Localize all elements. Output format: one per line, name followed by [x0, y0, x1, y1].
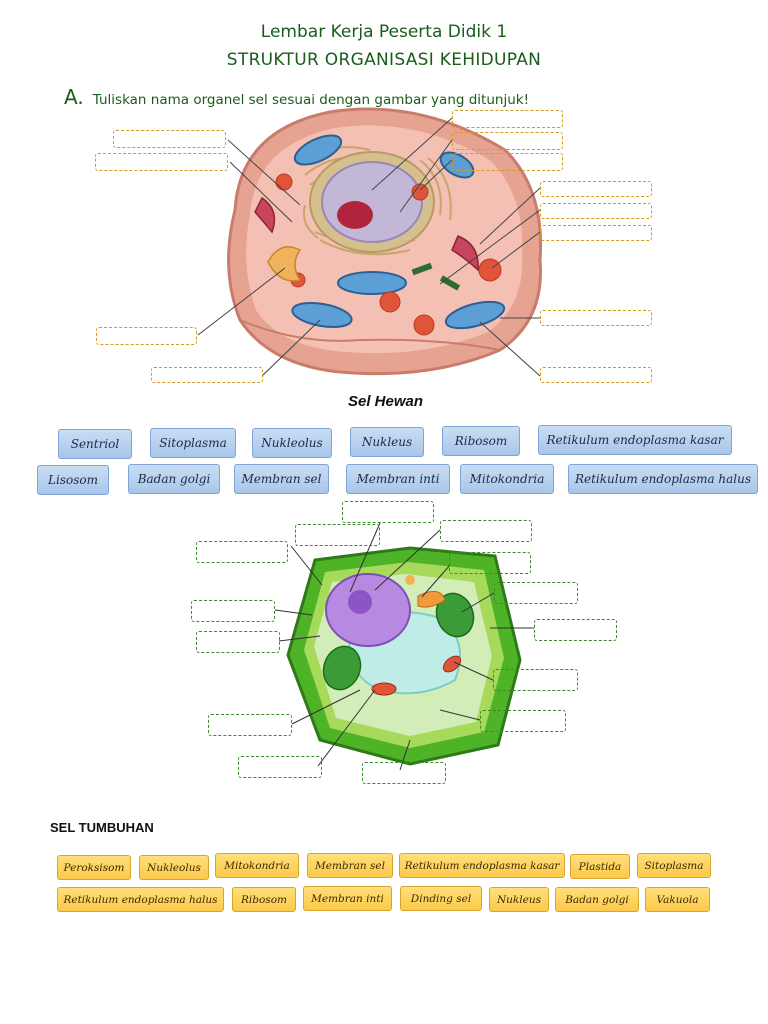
- animal-label-box-4[interactable]: [452, 132, 563, 150]
- animal-word-chip[interactable]: Ribosom: [442, 426, 520, 456]
- plant-word-chip[interactable]: Mitokondria: [215, 853, 299, 878]
- animal-label-box-6[interactable]: [540, 181, 652, 197]
- instruction-text: Tuliskan nama organel sel sesuai dengan …: [92, 92, 529, 108]
- plant-cell-illustration: [286, 546, 522, 766]
- plant-label-box-2[interactable]: [295, 524, 380, 546]
- plant-word-chip[interactable]: Peroksisom: [57, 855, 131, 880]
- animal-word-chip[interactable]: Retikulum endoplasma kasar: [538, 425, 732, 455]
- plant-word-chip[interactable]: Nukleolus: [139, 855, 209, 880]
- animal-word-chip[interactable]: Membran inti: [346, 464, 450, 494]
- animal-label-box-12[interactable]: [151, 367, 263, 383]
- animal-label-box-3[interactable]: [452, 110, 563, 128]
- plant-word-chip[interactable]: Ribosom: [232, 887, 296, 912]
- plant-cell-caption: SEL TUMBUHAN: [50, 820, 154, 835]
- animal-label-box-1[interactable]: [113, 130, 226, 148]
- animal-word-chip[interactable]: Retikulum endoplasma halus: [568, 464, 758, 494]
- plant-word-chip[interactable]: Dinding sel: [400, 886, 482, 911]
- section-letter: A.: [64, 85, 84, 109]
- plant-label-box-12[interactable]: [480, 710, 566, 732]
- animal-label-box-8[interactable]: [540, 225, 652, 241]
- plant-word-chip[interactable]: Vakuola: [645, 887, 710, 912]
- plant-label-box-9[interactable]: [196, 631, 280, 653]
- animal-word-chip[interactable]: Mitokondria: [460, 464, 554, 494]
- plant-label-box-6[interactable]: [494, 582, 578, 604]
- plant-label-box-7[interactable]: [191, 600, 275, 622]
- plant-word-chip[interactable]: Badan golgi: [555, 887, 639, 912]
- worksheet-title: Lembar Kerja Peserta Didik 1: [260, 22, 508, 42]
- animal-label-box-11[interactable]: [96, 327, 197, 345]
- animal-word-chip[interactable]: Sentriol: [58, 429, 132, 459]
- animal-label-box-7[interactable]: [540, 203, 652, 219]
- plant-word-chip[interactable]: Sitoplasma: [637, 853, 711, 878]
- plant-label-box-5[interactable]: [449, 552, 531, 574]
- plant-word-chip[interactable]: Nukleus: [489, 887, 549, 912]
- animal-cell-caption: Sel Hewan: [348, 393, 424, 410]
- plant-word-chip[interactable]: Membran sel: [307, 853, 393, 878]
- animal-word-chip[interactable]: Nukleus: [350, 427, 424, 457]
- plant-word-chip[interactable]: Plastida: [570, 854, 630, 879]
- instruction: A. Tuliskan nama organel sel sesuai deng…: [64, 85, 529, 109]
- worksheet-subtitle: STRUKTUR ORGANISASI KEHIDUPAN: [226, 50, 542, 70]
- animal-word-chip[interactable]: Nukleolus: [252, 428, 332, 458]
- plant-label-box-8[interactable]: [534, 619, 617, 641]
- plant-word-chip[interactable]: Membran inti: [303, 886, 392, 911]
- plant-label-box-3[interactable]: [440, 520, 532, 542]
- plant-label-box-14[interactable]: [362, 762, 446, 784]
- animal-label-box-9[interactable]: [540, 310, 652, 326]
- animal-word-chip[interactable]: Badan golgi: [128, 464, 220, 494]
- plant-label-box-11[interactable]: [208, 714, 292, 736]
- plant-label-box-10[interactable]: [493, 669, 578, 691]
- animal-word-chip[interactable]: Lisosom: [37, 465, 109, 495]
- plant-label-box-13[interactable]: [238, 756, 322, 778]
- plant-word-chip[interactable]: Retikulum endoplasma halus: [57, 887, 224, 912]
- animal-label-box-2[interactable]: [95, 153, 228, 171]
- plant-label-box-4[interactable]: [196, 541, 288, 563]
- animal-label-box-5[interactable]: [452, 153, 563, 171]
- plant-label-box-1[interactable]: [342, 501, 434, 523]
- plant-word-chip[interactable]: Retikulum endoplasma kasar: [399, 853, 565, 878]
- animal-label-box-10[interactable]: [540, 367, 652, 383]
- animal-word-chip[interactable]: Membran sel: [234, 464, 329, 494]
- animal-word-chip[interactable]: Sitoplasma: [150, 428, 236, 458]
